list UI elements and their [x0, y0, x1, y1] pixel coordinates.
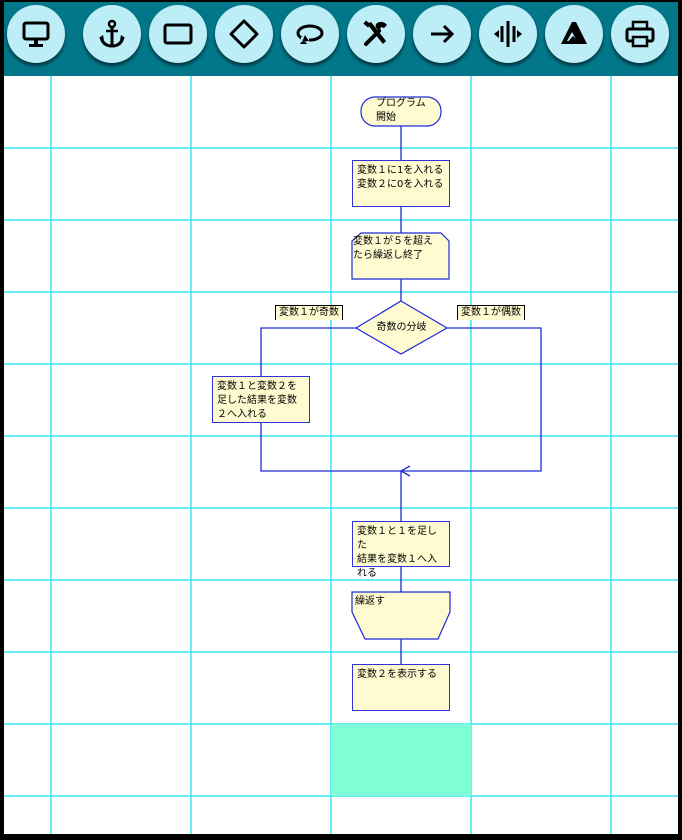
split-button[interactable] [479, 5, 537, 63]
split-icon [494, 21, 522, 47]
triangle-icon [561, 22, 587, 44]
loop-start-shape[interactable] [351, 232, 450, 280]
loop-shape-button[interactable] [281, 5, 339, 63]
arrow-button[interactable] [413, 5, 471, 63]
start-node-label: プログラム 開始 [376, 98, 426, 123]
grid [4, 76, 678, 834]
monitor-icon [22, 21, 50, 47]
output-process-node[interactable]: 変数２を表示する [352, 664, 450, 711]
process-shape-button[interactable] [149, 5, 207, 63]
flowchart-canvas[interactable]: プログラム 開始 変数１に1を入れる 変数２に0を入れる 変数１が５を超え たら… [4, 76, 678, 834]
toolbar [4, 2, 678, 76]
odd-process-node[interactable]: 変数１と変数２を 足した結果を変数 ２へ入れる [212, 376, 310, 423]
init-process-node[interactable]: 変数１に1を入れる 変数２に0を入れる [352, 160, 450, 207]
decision-shape-button[interactable] [215, 5, 273, 63]
arrow-right-icon [431, 24, 455, 44]
monitor-button[interactable] [7, 5, 65, 63]
tools-button[interactable] [347, 5, 405, 63]
selected-grid-cell[interactable] [331, 724, 471, 796]
loop-end-shape[interactable] [351, 591, 451, 640]
increment-process-node[interactable]: 変数１と１を足した 結果を変数１へ入 れる [352, 521, 450, 579]
diamond-icon [229, 19, 259, 49]
anchor-icon [99, 19, 125, 48]
tools-icon [363, 20, 387, 46]
printer-icon [625, 20, 655, 48]
rectangle-icon [163, 23, 193, 45]
decision-shape[interactable] [354, 300, 449, 355]
decision-label: 奇数の分岐 [376, 322, 427, 333]
branch-right-label: 変数１が偶数 [457, 305, 525, 320]
anchor-button[interactable] [83, 5, 141, 63]
loop-icon [296, 24, 324, 44]
loop-end-label: 繰返す [355, 596, 385, 607]
branch-left-label: 変数１が奇数 [275, 305, 343, 320]
loop-start-label: 変数１が５を超え たら繰返し終了 [353, 236, 433, 261]
triangle-button[interactable] [545, 5, 603, 63]
flow-connectors [260, 96, 542, 664]
start-terminator-shape[interactable] [360, 96, 442, 127]
print-button[interactable] [611, 5, 669, 63]
